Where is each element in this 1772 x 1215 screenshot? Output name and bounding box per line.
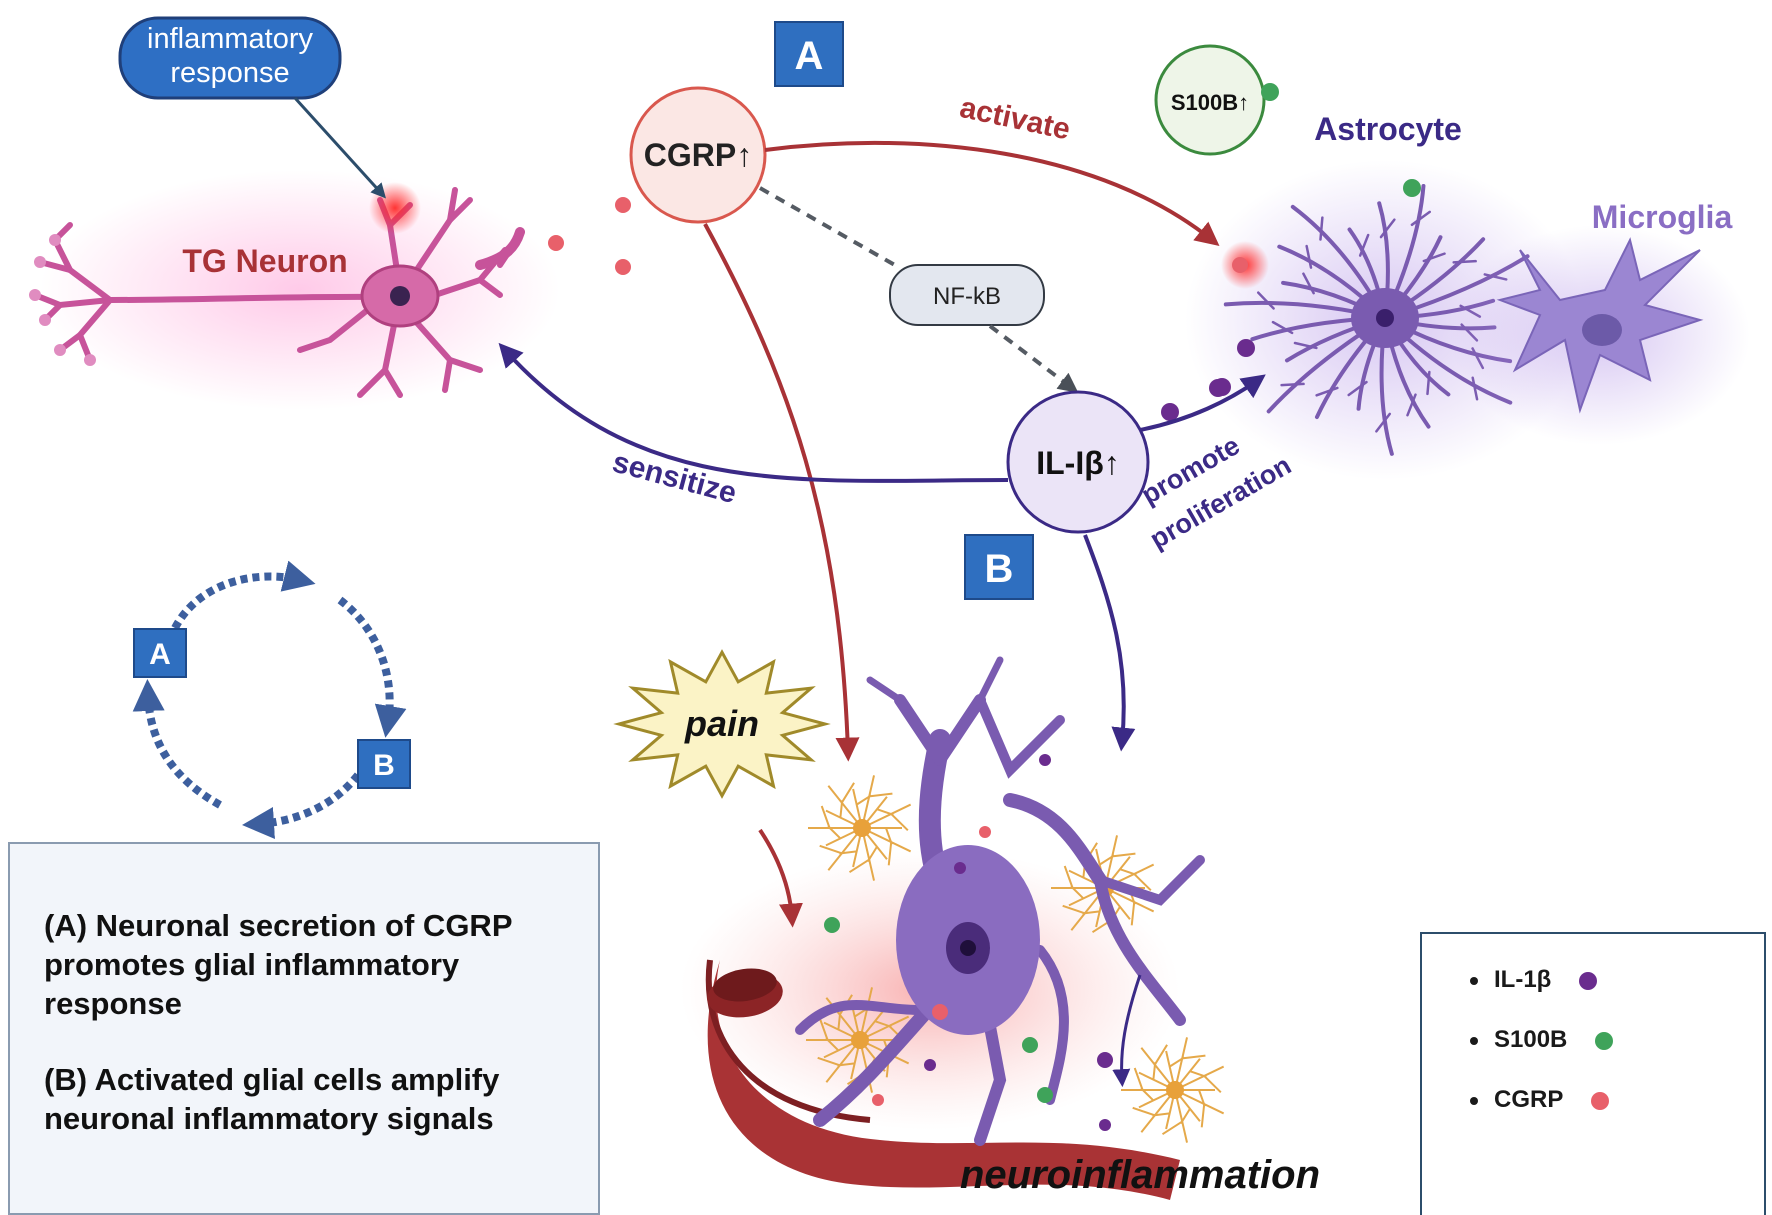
microglia-cell bbox=[1450, 225, 1750, 445]
bullet-icon bbox=[1470, 1096, 1478, 1105]
box-a: A bbox=[774, 21, 844, 87]
summary-a-line: (A) Neuronal secretion of CGRP bbox=[44, 908, 513, 943]
nfkb-node: NF-kB bbox=[889, 264, 1045, 326]
nfkb-il1b-dashed bbox=[988, 324, 1079, 393]
cgrp-dot-icon bbox=[1591, 1091, 1610, 1110]
activate-label: activate bbox=[957, 91, 1073, 147]
summary-b-line: (B) Activated glial cells amplify bbox=[44, 1062, 500, 1097]
astrocyte-label: Astrocyte bbox=[1314, 111, 1462, 147]
inflammatory-arrow bbox=[293, 96, 387, 199]
il1b-dot-icon bbox=[1579, 971, 1598, 990]
summary-a-line: promotes glial inflammatory bbox=[44, 947, 460, 982]
il1b-down-arrow bbox=[1083, 534, 1136, 752]
cgrp-label: CGRP↑ bbox=[644, 137, 752, 173]
legend-box: IL-1β S100B CGRP bbox=[1420, 932, 1766, 1215]
box-a-label: A bbox=[795, 34, 824, 78]
legend-label: S100B bbox=[1494, 1026, 1568, 1053]
neuroinflammation-scene bbox=[680, 656, 1225, 1200]
neuroinflammation-label: neuroinflammation bbox=[960, 1153, 1320, 1197]
il1b-node: IL-Iβ↑ bbox=[1006, 390, 1150, 534]
summary-a-line: response bbox=[44, 986, 182, 1021]
il1b-label: IL-Iβ↑ bbox=[1036, 445, 1120, 481]
sensitize-label: sensitize bbox=[609, 445, 740, 510]
summary-b-line: neuronal inflammatory signals bbox=[44, 1101, 494, 1136]
s100b-node: S100B↑ bbox=[1154, 44, 1279, 156]
summary-a: (A) Neuronal secretion of CGRP promotes … bbox=[44, 906, 584, 1023]
cycle-diagram: A B bbox=[132, 560, 411, 839]
summary-b: (B) Activated glial cells amplify neuron… bbox=[44, 1060, 584, 1138]
cgrp-node: CGRP↑ bbox=[629, 86, 767, 224]
pain-burst: pain bbox=[613, 649, 831, 799]
nfkb-label: NF-kB bbox=[933, 283, 1001, 310]
cycle-b-label: B bbox=[373, 749, 395, 782]
pain-label: pain bbox=[684, 703, 759, 744]
tg-neuron-label: TG Neuron bbox=[182, 243, 347, 279]
legend-label: CGRP bbox=[1494, 1086, 1564, 1113]
legend-item-s100b: S100B bbox=[1470, 1026, 1614, 1054]
tg-neuron bbox=[29, 170, 560, 410]
cgrp-particles bbox=[548, 197, 631, 275]
cycle-a-label: A bbox=[149, 638, 171, 671]
promote-proliferation-arrow bbox=[1139, 374, 1266, 432]
legend-item-cgrp: CGRP bbox=[1470, 1086, 1610, 1114]
s100b-dot-icon bbox=[1595, 1031, 1614, 1050]
sensitize-arrow bbox=[498, 342, 1009, 483]
box-b: B bbox=[964, 534, 1034, 600]
il1b-particle bbox=[1161, 403, 1179, 421]
legend-item-il1b: IL-1β bbox=[1470, 966, 1598, 994]
cgrp-down-arrow bbox=[703, 223, 860, 762]
bullet-icon bbox=[1470, 976, 1478, 985]
s100b-label: S100B↑ bbox=[1171, 90, 1249, 115]
summary-box: (A) Neuronal secretion of CGRP promotes … bbox=[8, 842, 600, 1215]
bullet-icon bbox=[1470, 1036, 1478, 1045]
inflammatory-response-label-2: response bbox=[170, 57, 289, 89]
inflammatory-response-bubble: inflammatory response bbox=[118, 16, 387, 199]
inflammatory-response-label-1: inflammatory bbox=[147, 23, 313, 55]
il1b-particle bbox=[1213, 378, 1231, 396]
box-b-label: B bbox=[985, 547, 1014, 591]
cgrp-nfkb-dashed bbox=[759, 186, 901, 270]
legend-label: IL-1β bbox=[1494, 966, 1552, 993]
activate-arrow bbox=[764, 140, 1220, 247]
